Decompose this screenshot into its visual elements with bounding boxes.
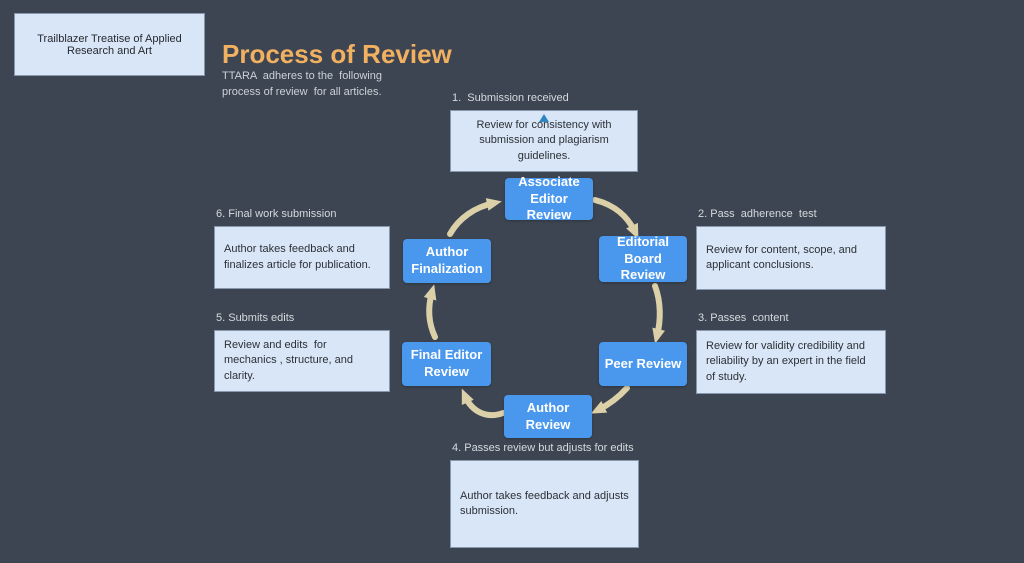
annotation-2-box: Review for content, scope, and applicant… xyxy=(696,226,886,290)
annotation-3-label: 3. Passes content xyxy=(698,312,789,324)
arrow-author-review-to-final-editor xyxy=(461,388,506,419)
node-associate-editor-review: Associate Editor Review xyxy=(505,174,593,222)
node-final-editor-review: Final Editor Review xyxy=(402,342,491,386)
org-title: Trailblazer Treatise of Applied Research… xyxy=(37,32,182,57)
annotation-6-text: Author takes feedback and finalizes arti… xyxy=(224,243,371,271)
annotation-4-label: 4. Passes review but adjusts for edits xyxy=(452,442,634,454)
annotation-4: 4. Passes review but adjusts for edits A… xyxy=(450,442,639,548)
node-peer-review: Peer Review xyxy=(599,342,687,386)
annotation-2-label: 2. Pass adherence test xyxy=(698,208,817,220)
page-title: Process of Review xyxy=(222,39,452,69)
annotation-3: 3. Passes content Review for validity cr… xyxy=(696,312,886,394)
annotation-5-text: Review and edits for mechanics , structu… xyxy=(224,338,357,382)
annotation-3-box: Review for validity credibility and reli… xyxy=(696,330,886,394)
annotation-5: 5. Submits edits Review and edits for me… xyxy=(214,312,390,392)
arrow-editorial-to-peer xyxy=(652,283,666,344)
annotation-1: 1. Submission received Review for consis… xyxy=(450,92,638,172)
pointer-up-icon xyxy=(539,114,549,122)
arrow-peer-to-author-review xyxy=(590,385,630,414)
annotation-6-box: Author takes feedback and finalizes arti… xyxy=(214,226,390,289)
annotation-6: 6. Final work submission Author takes fe… xyxy=(214,208,390,289)
annotation-5-box: Review and edits for mechanics , structu… xyxy=(214,330,390,392)
node-editorial-board-review: Editorial Board Review xyxy=(599,234,687,282)
page-subtitle: TTARA adheres to the following process o… xyxy=(222,70,386,98)
org-title-box: Trailblazer Treatise of Applied Research… xyxy=(14,13,205,76)
annotation-3-text: Review for validity credibility and reli… xyxy=(706,339,869,383)
annotation-1-box: Review for consistency with submission a… xyxy=(450,110,638,172)
annotation-1-label: 1. Submission received xyxy=(452,92,569,104)
arrow-final-editor-to-finalization xyxy=(423,284,438,340)
annotation-5-label: 5. Submits edits xyxy=(216,312,295,324)
annotation-2: 2. Pass adherence test Review for conten… xyxy=(696,208,886,290)
node-author-finalization: Author Finalization xyxy=(403,239,491,283)
arrow-associate-to-editorial xyxy=(592,197,639,240)
annotation-6-label: 6. Final work submission xyxy=(216,208,337,220)
arrow-finalization-to-associate xyxy=(447,198,502,237)
annotation-4-text: Author takes feedback and adjusts submis… xyxy=(460,489,632,517)
annotation-2-text: Review for content, scope, and applicant… xyxy=(706,243,861,271)
annotation-1-text: Review for consistency with submission a… xyxy=(476,118,615,162)
annotation-4-box: Author takes feedback and adjusts submis… xyxy=(450,460,639,548)
node-author-review: Author Review xyxy=(504,395,592,438)
